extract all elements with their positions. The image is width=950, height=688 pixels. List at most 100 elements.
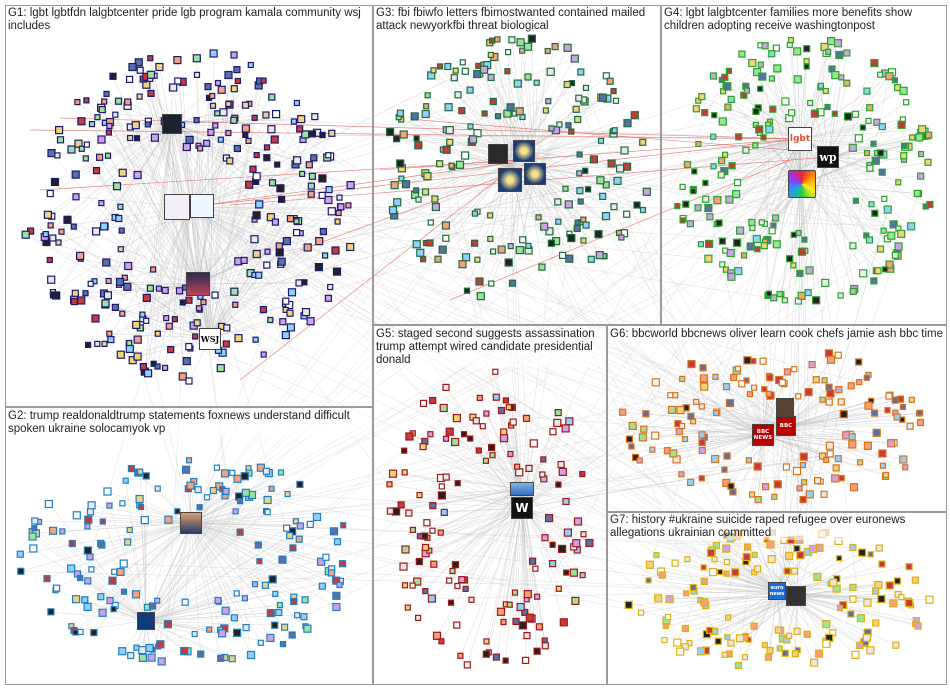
- node-avatar: [582, 221, 590, 229]
- group-label-g6: G6: bbcworld bbcnews oliver learn cook c…: [610, 328, 944, 341]
- node-avatar: [711, 556, 718, 563]
- node-avatar: [715, 219, 723, 227]
- node-avatar: [293, 218, 300, 225]
- node-avatar: [760, 242, 768, 250]
- node-avatar: [535, 214, 542, 221]
- bbcnews-logo: BBC: [776, 416, 796, 436]
- node-avatar: [393, 135, 401, 143]
- node-avatar: [346, 242, 355, 252]
- node-avatar: [893, 577, 902, 585]
- node-avatar: [388, 469, 398, 478]
- node-avatar: [875, 544, 883, 552]
- node-avatar: [286, 532, 294, 540]
- node-avatar: [467, 123, 474, 130]
- node-avatar: [706, 548, 716, 558]
- node-avatar: [633, 201, 641, 209]
- node-avatar: [756, 85, 764, 92]
- node-avatar: [106, 330, 113, 337]
- node-avatar: [312, 512, 322, 522]
- node-avatar: [725, 398, 735, 408]
- node-avatar: [738, 380, 746, 388]
- node-avatar: [270, 135, 279, 144]
- node-avatar: [110, 605, 117, 613]
- node-avatar: [442, 234, 450, 242]
- node-avatar: [233, 144, 241, 153]
- node-avatar: [487, 212, 494, 219]
- node-avatar: [731, 190, 741, 199]
- node-avatar: [856, 641, 864, 650]
- node-avatar: [821, 377, 828, 384]
- node-avatar: [513, 463, 521, 470]
- node-avatar: [876, 245, 885, 253]
- node-avatar: [749, 224, 756, 232]
- node-avatar: [77, 628, 84, 636]
- node-avatar: [885, 260, 894, 269]
- node-avatar: [572, 539, 581, 548]
- node-avatar: [264, 248, 271, 255]
- node-avatar: [483, 410, 490, 417]
- node-avatar: [282, 297, 290, 305]
- node-avatar: [712, 410, 720, 417]
- node-avatar: [636, 457, 643, 464]
- node-avatar: [49, 291, 58, 299]
- node-avatar: [191, 630, 198, 638]
- node-avatar: [388, 206, 398, 215]
- node-avatar: [252, 336, 259, 343]
- node-avatar: [863, 598, 872, 607]
- node-avatar: [924, 158, 932, 166]
- node-avatar: [220, 469, 230, 478]
- node-avatar: [790, 567, 799, 575]
- node-avatar: [722, 544, 731, 553]
- node-avatar: [689, 583, 697, 592]
- node-avatar: [799, 496, 807, 504]
- node-avatar: [92, 167, 101, 175]
- node-avatar: [233, 474, 242, 483]
- node-avatar: [413, 187, 420, 194]
- node-avatar: [710, 163, 717, 170]
- node-avatar: [489, 452, 496, 459]
- node-avatar: [47, 275, 56, 284]
- node-avatar: [849, 287, 857, 295]
- node-avatar: [786, 41, 793, 49]
- node-avatar: [123, 538, 132, 546]
- node-avatar: [94, 340, 101, 347]
- node-avatar: [137, 468, 144, 475]
- node-avatar: [225, 129, 232, 137]
- node-avatar: [87, 501, 96, 510]
- node-avatar: [533, 593, 541, 600]
- node-avatar: [611, 127, 618, 134]
- node-avatar: [852, 197, 860, 204]
- node-avatar: [442, 435, 450, 442]
- node-avatar: [700, 598, 709, 607]
- node-avatar: [637, 609, 645, 616]
- node-avatar: [508, 36, 516, 44]
- node-avatar: [106, 596, 114, 605]
- node-avatar: [642, 410, 650, 418]
- node-avatar: [142, 472, 150, 480]
- node-avatar: [67, 564, 76, 573]
- node-avatar: [103, 291, 113, 300]
- node-avatar: [155, 285, 162, 292]
- node-avatar: [481, 110, 488, 117]
- node-avatar: [628, 421, 637, 430]
- node-avatar: [401, 180, 411, 189]
- node-avatar: [748, 58, 757, 68]
- node-avatar: [49, 234, 57, 242]
- node-avatar: [242, 623, 250, 632]
- node-avatar: [98, 105, 106, 114]
- node-avatar: [847, 610, 855, 618]
- node-avatar: [54, 125, 64, 135]
- node-avatar: [711, 112, 718, 119]
- node-avatar: [790, 262, 797, 269]
- node-avatar: [684, 556, 691, 563]
- node-avatar: [569, 568, 579, 577]
- node-avatar: [523, 631, 531, 640]
- node-avatar: [83, 97, 90, 104]
- node-avatar: [335, 209, 342, 217]
- node-avatar: [278, 555, 287, 564]
- node-avatar: [761, 42, 769, 50]
- node-avatar: [797, 247, 807, 256]
- node-avatar: [325, 186, 333, 194]
- node-avatar: [849, 543, 857, 552]
